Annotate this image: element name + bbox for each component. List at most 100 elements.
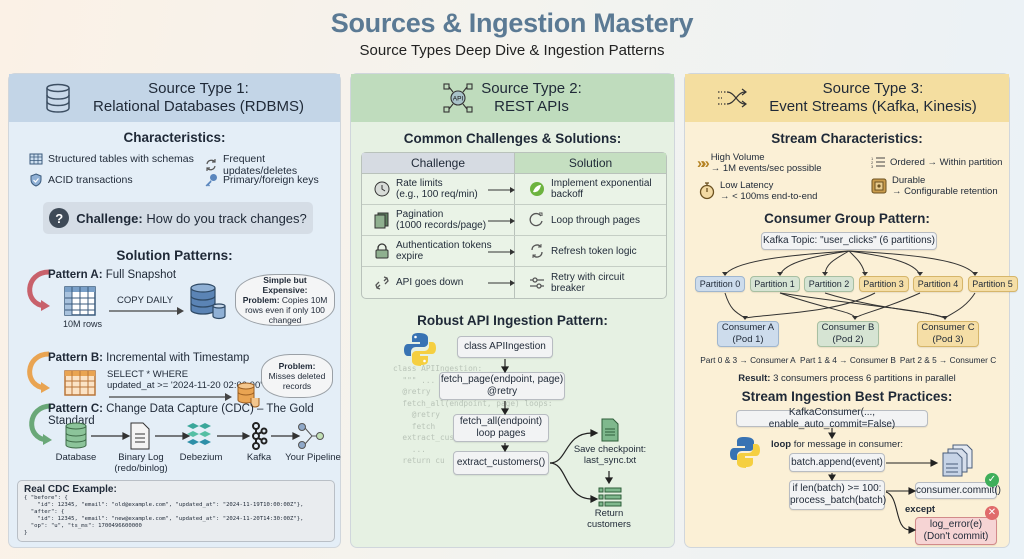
characteristics-heading: Characteristics: xyxy=(123,130,226,145)
code-line: "id": 12345, "email": "new@example.com",… xyxy=(24,516,304,522)
challenge-cell: Pagination(1000 records/page) xyxy=(362,205,515,235)
kafka-consumer-box: KafkaConsumer(..., enable_auto_commit=Fa… xyxy=(736,407,928,430)
page-title: Sources & Ingestion Mastery xyxy=(330,8,694,38)
flow-text: class APIIngestion xyxy=(464,341,546,352)
consumer-group-heading: Consumer Group Pattern: xyxy=(764,211,930,226)
bg-code-line: @retry xyxy=(393,410,440,419)
characteristic-item: ACID transactions xyxy=(29,173,133,187)
loop-label: loop for message in consumer: xyxy=(771,439,903,450)
bg-code-line: return cu xyxy=(393,456,445,465)
spring-leaf-icon xyxy=(530,182,544,196)
pattern-heading: Robust API Ingestion Pattern: xyxy=(417,313,608,328)
loop-keyword: loop xyxy=(771,439,792,450)
characteristic-label: Structured tables with schemas xyxy=(48,153,194,165)
checkpoint-text: last_sync.txt xyxy=(583,455,637,466)
flow-text: fetch_page(endpoint, page) xyxy=(440,374,564,385)
flow-text: fetch_all(endpoint) xyxy=(459,416,543,427)
solution-cell: Retry with circuit breaker xyxy=(515,267,666,298)
api-icon: API xyxy=(443,83,473,113)
consumer-pod: (Pod 1) xyxy=(732,334,764,345)
stream-panel: Source Type 3:Event Streams (Kafka, Kine… xyxy=(684,73,1018,548)
partition-box: Partition 1 xyxy=(749,276,800,292)
page-subtitle: Source Types Deep Dive & Ingestion Patte… xyxy=(359,42,665,59)
rest-title-line2: REST APIs xyxy=(494,98,569,115)
bg-code-line: """ ... xyxy=(393,375,436,385)
characteristic-line: → < 100ms end-to-end xyxy=(720,191,818,202)
safe-icon xyxy=(871,178,887,194)
rest-header: API Source Type 2:REST APIs xyxy=(351,74,674,122)
header-solution: Solution xyxy=(515,153,666,173)
challenges-table: Challenge Solution Rate limits(e.g., 100… xyxy=(361,152,667,299)
stream-title-line2: Event Streams (Kafka, Kinesis) xyxy=(769,98,977,115)
table-icon xyxy=(29,153,43,165)
characteristic-line: Ordered → Within partition xyxy=(890,156,1003,168)
solution-text: Refresh token logic xyxy=(551,245,637,257)
cloud-text: Copies 10M rows even if only 100 changed xyxy=(245,295,328,325)
stream-characteristic: Durable→ Configurable retention xyxy=(871,175,998,197)
api-flow-arrows xyxy=(500,359,614,503)
consumer-name: Consumer A xyxy=(721,322,775,333)
binary-log-icon xyxy=(130,422,150,450)
pattern-c-label: Pattern C: xyxy=(48,403,103,415)
consumer-pod: (Pod 2) xyxy=(832,334,864,345)
row-arrow xyxy=(488,187,515,193)
flow-box-fetch-page: fetch_page(endpoint, page)@retry xyxy=(439,372,565,400)
consumer-box: Consumer A(Pod 1) xyxy=(717,321,779,347)
challenge-text: Authentication tokens xyxy=(396,240,492,251)
rdbms-title-line2: Relational Databases (RDBMS) xyxy=(93,98,304,115)
challenges-heading: Common Challenges & Solutions: xyxy=(403,131,622,146)
rest-title-line1: Source Type 2: xyxy=(481,80,582,97)
refresh-token-icon xyxy=(531,244,543,258)
characteristic-item: Frequent updates/deletes xyxy=(204,153,340,177)
pattern-b-label: Pattern B: xyxy=(48,352,103,364)
step-name: Binary Log xyxy=(118,452,164,463)
cdc-example-box: Real CDC Example: { "before": { "id": 12… xyxy=(17,480,335,542)
append-text: batch.append(event) xyxy=(791,456,883,468)
solution-text: Implement exponential backoff xyxy=(551,178,652,200)
svg-text:1: 1 xyxy=(871,156,874,161)
characteristic-label: Frequent updates/deletes xyxy=(223,153,298,177)
rest-panel: API Source Type 2:REST APIs Common Chall… xyxy=(350,73,675,548)
flow-text: @retry xyxy=(486,386,518,397)
shield-icon xyxy=(30,173,42,187)
consumer-name: Consumer C xyxy=(921,322,975,333)
success-check-icon: ✓ xyxy=(985,473,999,487)
characteristic-item: Structured tables with schemas xyxy=(29,153,194,165)
partition-box: Partition 5 xyxy=(967,276,1018,292)
cdc-step-label: Your Pipeline xyxy=(285,452,341,463)
characteristic-item: Primary/foreign keys xyxy=(204,173,319,187)
cdc-flow: Database Binary Log(redo/binlog) Debeziu… xyxy=(49,422,341,474)
error-box: log_error(e)(Don't commit) xyxy=(915,517,997,545)
error-text: (Don't commit) xyxy=(923,531,989,542)
table-header-row: Challenge Solution xyxy=(362,153,666,174)
solution-cell: Implement exponential backoff xyxy=(515,174,666,204)
flow-box-extract: extract_customers() xyxy=(453,451,549,475)
stream-title-line1: Source Type 3: xyxy=(822,80,924,97)
python-logo-icon xyxy=(404,333,436,366)
stream-header: Source Type 3:Event Streams (Kafka, Kine… xyxy=(685,74,1009,122)
query-line: SELECT * WHERE xyxy=(107,369,189,380)
characteristic-line: Low Latency xyxy=(720,180,774,191)
cdc-arrows xyxy=(91,432,301,440)
condition-text: process_batch(batch) xyxy=(790,495,887,506)
challenge-cell: API goes down xyxy=(362,267,515,298)
challenge-text: Rate limits xyxy=(396,178,443,189)
consumer-mapping: Part 2 & 5 → Consumer C xyxy=(899,355,997,365)
pattern-b-title: Pattern B: Incremental with Timestamp xyxy=(48,352,249,364)
bg-code-line: extract_customers( xyxy=(393,433,487,442)
challenge-sub: (e.g., 100 req/min) xyxy=(396,189,478,200)
solution-cell: Loop through pages xyxy=(515,205,666,235)
bg-code-line: ... xyxy=(393,444,426,454)
code-line: "id": 12345, "email": "old@example.com",… xyxy=(24,502,304,508)
key-icon xyxy=(205,174,217,187)
database-icon xyxy=(46,83,70,113)
consumer-name: Consumer B xyxy=(821,322,875,333)
pattern-c-curved-arrow-icon xyxy=(29,403,52,445)
rdbms-panel: Source Type 1:Relational Databases (RDBM… xyxy=(8,73,341,548)
checkpoint-label: Save checkpoint:last_sync.txt xyxy=(573,444,647,466)
pages-icon xyxy=(374,212,389,229)
